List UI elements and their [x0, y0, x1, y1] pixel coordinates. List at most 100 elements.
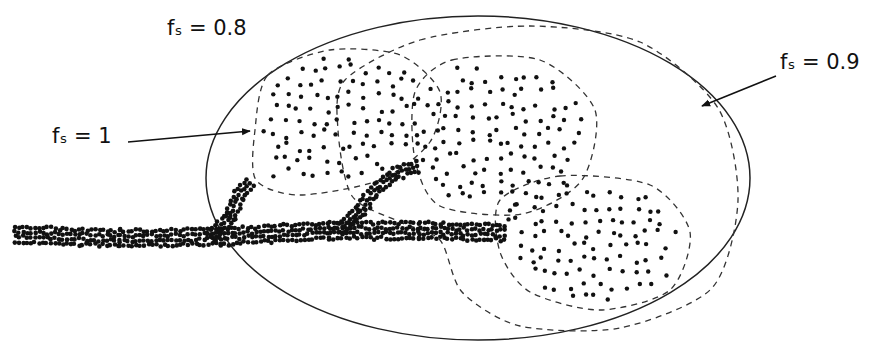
stipple-dot	[608, 267, 612, 271]
stipple-dot	[79, 243, 84, 248]
fraction-label: fₛ = 0.9	[778, 50, 862, 75]
stipple-dot	[246, 240, 251, 245]
stipple-dot	[423, 144, 427, 148]
stipple-dot	[399, 76, 403, 80]
stipple-dot	[325, 122, 329, 126]
stipple-dot	[283, 154, 287, 158]
stipple-dot	[534, 222, 538, 226]
stipple-dot	[469, 86, 473, 90]
stipple-dot	[564, 191, 568, 195]
stipple-dot	[547, 182, 551, 186]
stipple-dot	[395, 225, 400, 230]
stipple-dot	[37, 235, 42, 240]
stipple-dot	[446, 90, 450, 94]
stipple-dot	[533, 234, 537, 238]
stipple-dot	[579, 117, 583, 121]
stipple-dot	[642, 228, 646, 232]
stipple-dot	[557, 193, 561, 197]
stipple-dot	[443, 114, 447, 118]
stipple-dot	[514, 77, 518, 81]
stipple-dot	[638, 282, 642, 286]
stipple-dot	[449, 232, 454, 237]
stipple-dot	[276, 145, 280, 149]
stipple-dot	[591, 247, 595, 251]
stipple-dot	[145, 233, 150, 238]
stipple-dot	[121, 230, 126, 235]
stipple-dot	[274, 155, 278, 159]
stipple-dot	[469, 81, 473, 85]
stipple-dot	[379, 234, 384, 239]
stipple-dot	[226, 231, 231, 236]
stipple-dot	[489, 227, 494, 232]
stipple-dot	[231, 204, 236, 209]
stipple-dot	[254, 230, 259, 235]
stipple-dot	[624, 242, 628, 246]
stipple-dot	[583, 220, 587, 224]
stipple-dot	[287, 92, 291, 96]
stipple-dot	[570, 221, 574, 225]
stipple-dot	[269, 228, 274, 233]
stipple-dot	[381, 175, 386, 180]
stipple-dot	[80, 231, 85, 236]
stipple-dot	[210, 226, 215, 231]
stipple-dot	[360, 235, 365, 240]
stipple-dot	[181, 234, 186, 239]
stipple-dot	[519, 244, 523, 248]
stipple-dot	[254, 240, 259, 245]
stipple-dot	[388, 220, 393, 225]
stipple-dot	[552, 107, 556, 111]
stipple-dot	[222, 241, 227, 246]
stipple-dot	[487, 116, 491, 120]
stipple-dot	[325, 159, 329, 163]
stipple-dot	[566, 234, 570, 238]
leader-arrow	[702, 76, 776, 106]
stipple-dot	[368, 202, 373, 207]
stipple-dot	[355, 203, 360, 208]
stipple-dot	[411, 236, 416, 241]
stipple-dot	[582, 208, 586, 212]
stipple-dot	[415, 141, 419, 145]
stipple-dot	[441, 140, 445, 144]
stipple-dot	[346, 89, 350, 93]
stipple-dot	[363, 208, 368, 213]
stipple-dot	[355, 230, 360, 235]
stipple-dot	[379, 226, 384, 231]
stipple-dot	[297, 232, 302, 237]
stipple-dot	[445, 172, 449, 176]
stipple-dot	[399, 219, 404, 224]
stipple-dot	[510, 189, 514, 193]
stipple-dot	[326, 96, 330, 100]
stipple-dot	[311, 134, 315, 138]
stipple-dot	[117, 244, 122, 249]
stipple-dot	[272, 224, 277, 229]
stipple-dot	[309, 82, 313, 86]
stipple-dot	[360, 197, 365, 202]
stipple-dot	[377, 118, 381, 122]
stipple-dot	[539, 87, 543, 91]
stipple-dot	[332, 230, 337, 235]
stipple-dot	[649, 282, 653, 286]
stipple-dot	[261, 234, 266, 239]
stipple-dot	[299, 95, 303, 99]
stipple-dot	[44, 225, 49, 230]
stipple-dot	[305, 231, 310, 236]
stipple-dot	[524, 191, 528, 195]
stipple-dot	[33, 231, 38, 236]
stipple-dot	[441, 183, 445, 187]
stipple-dot	[121, 243, 126, 248]
stipple-dot	[142, 243, 147, 248]
stipple-dot	[314, 68, 318, 72]
stipple-dot	[648, 210, 652, 214]
stipple-dot	[375, 225, 380, 230]
stipple-dot	[234, 197, 239, 202]
stipple-dot	[571, 294, 575, 298]
stipple-dot	[488, 90, 492, 94]
stipple-dot	[170, 244, 175, 249]
stipple-dot	[644, 242, 648, 246]
stipple-dot	[562, 146, 566, 150]
stipple-dot	[499, 156, 503, 160]
stipple-dot	[301, 67, 305, 71]
stipple-dot	[554, 204, 558, 208]
stipple-dot	[301, 172, 305, 176]
stipple-dot	[606, 297, 610, 301]
